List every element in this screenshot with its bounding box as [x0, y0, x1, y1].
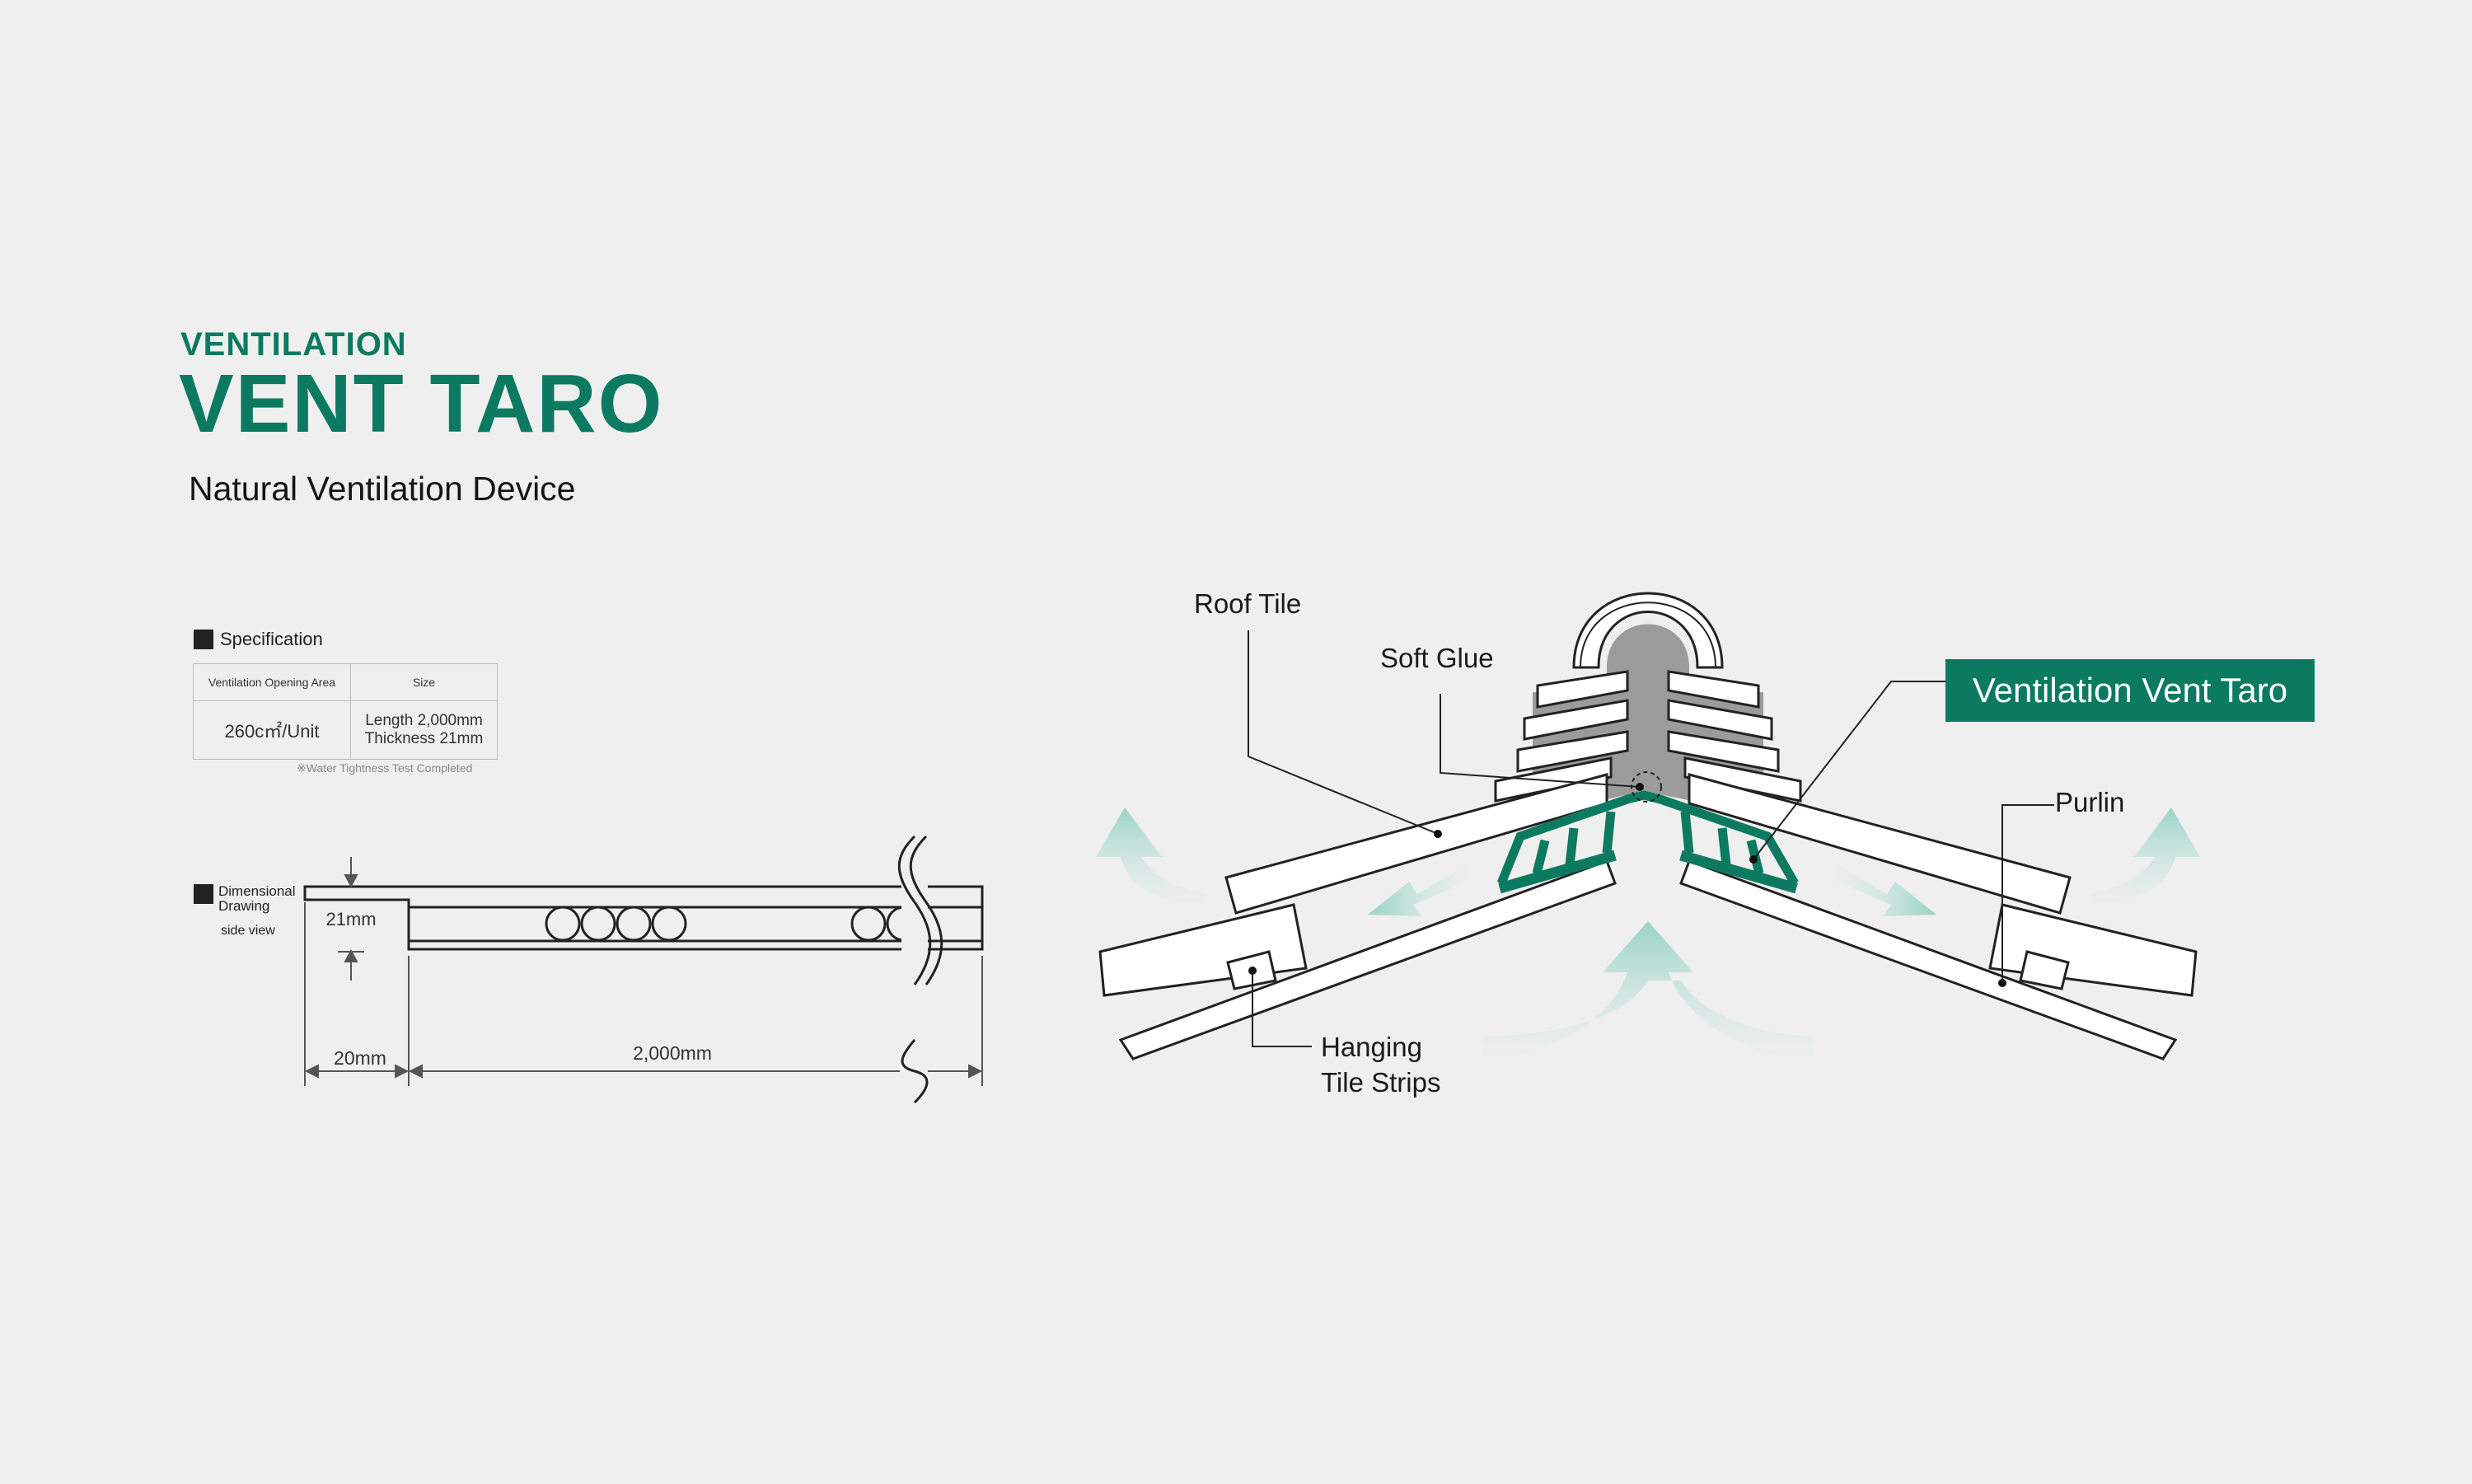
length-label: 2,000mm [633, 1042, 712, 1064]
ridge-tile-layer [1667, 730, 1780, 773]
size-length: Length 2,000mm [365, 712, 483, 730]
table-row: 260c㎡/Unit Length 2,000mm Thickness 21mm [193, 700, 499, 760]
arrow-up-icon [344, 948, 358, 962]
hanging-label-line1: Hanging [1321, 1032, 1422, 1062]
break-symbol-icon [909, 835, 943, 985]
vent-profile-outline [303, 885, 984, 951]
hanging-tile-strips-label: Hanging Tile Strips [1321, 1030, 1440, 1101]
vent-hole [545, 906, 581, 942]
airflow-right-arrow [2089, 808, 2200, 906]
dimensional-label: Dimensional Drawing [218, 884, 296, 914]
size-thickness: Thickness 21mm [364, 730, 484, 747]
roof-board-left [1118, 859, 1617, 1060]
vent-hole [616, 906, 652, 942]
leader-roof-tile [1248, 630, 1439, 835]
specification-heading: Specification [194, 629, 323, 650]
ridge-tile-layer [1523, 699, 1629, 741]
purlin-label: Purlin [2055, 787, 2125, 817]
flange-label: 20mm [334, 1047, 386, 1069]
arrow-left-icon [408, 1064, 423, 1079]
soft-glue-label: Soft Glue [1380, 643, 1494, 673]
vent-taro-device [1496, 790, 1799, 894]
vent-taro-badge: Ventilation Vent Taro [1945, 659, 2315, 722]
airflow-arrows [1096, 808, 2200, 1061]
ridge-tile-layer [1536, 670, 1629, 709]
break-symbol-icon [901, 1039, 929, 1104]
dimensional-label-line2: Drawing [218, 897, 270, 914]
break-symbol-icon [897, 835, 932, 985]
roof-tile-label: Roof Tile [1194, 588, 1302, 619]
product-title: VENT TARO [179, 358, 664, 450]
vent-taro-outer [1496, 790, 1799, 886]
hanging-label-line2: Tile Strips [1321, 1066, 1441, 1098]
leader-purlin [2001, 804, 2054, 983]
ridge-tile-layer [1683, 756, 1802, 803]
airflow-out-right-arrow [1833, 865, 1936, 916]
vent-hole [850, 906, 887, 942]
ridge-tile-layer [1494, 756, 1613, 803]
arrow-left-icon [304, 1064, 319, 1079]
ridge-tile-layer [1667, 699, 1773, 741]
break-gap [901, 836, 928, 985]
specification-table: Ventilation Opening Area Size 260c㎡/Unit… [193, 663, 499, 760]
airflow-up-arrow [1483, 921, 1813, 1061]
leader-dots [1248, 783, 2006, 987]
dimensional-label-line1: Dimensional [218, 883, 296, 899]
water-tightness-note: ※Water Tightness Test Completed [297, 761, 473, 775]
specification-label: Specification [220, 629, 323, 649]
size-value: Length 2,000mm Thickness 21mm [349, 700, 499, 760]
ridge-assembly [1494, 592, 1802, 816]
airflow-out-left-arrow [1368, 865, 1471, 916]
vent-hole [580, 906, 616, 942]
roof-tile-right [1688, 773, 2072, 915]
arrow-down-icon [344, 874, 358, 888]
square-bullet-icon [194, 630, 213, 649]
leader-hanging-strips [1252, 971, 1312, 1047]
ridge-tile-layer [1667, 670, 1760, 709]
leader-vent-taro [1753, 681, 1945, 860]
hanging-tile-strip [2019, 950, 2070, 990]
eyebrow-label: VENTILATION [180, 326, 407, 363]
vent-taro-ribs-left [1532, 811, 1616, 875]
product-subtitle: Natural Ventilation Device [189, 470, 576, 508]
leader-lines [1248, 630, 2054, 1047]
arrow-right-icon [395, 1064, 410, 1079]
leader-soft-glue [1440, 694, 1641, 788]
side-view-label: side view [221, 924, 275, 938]
roof-board-right [1679, 859, 2178, 1060]
vent-hole [651, 906, 687, 942]
dimensional-heading: Dimensional Drawing [194, 884, 296, 914]
airflow-left-arrow [1096, 808, 1207, 906]
vent-taro-base [1498, 850, 1798, 894]
column-header: Ventilation Opening Area [193, 663, 351, 701]
arrow-right-icon [968, 1064, 983, 1079]
roof-structure [1098, 773, 2198, 1060]
square-bullet-icon [194, 884, 213, 904]
ridge-tile-layer [1516, 730, 1629, 773]
thickness-label: 21mm [325, 909, 376, 929]
opening-area-value: 260c㎡/Unit [193, 700, 351, 760]
